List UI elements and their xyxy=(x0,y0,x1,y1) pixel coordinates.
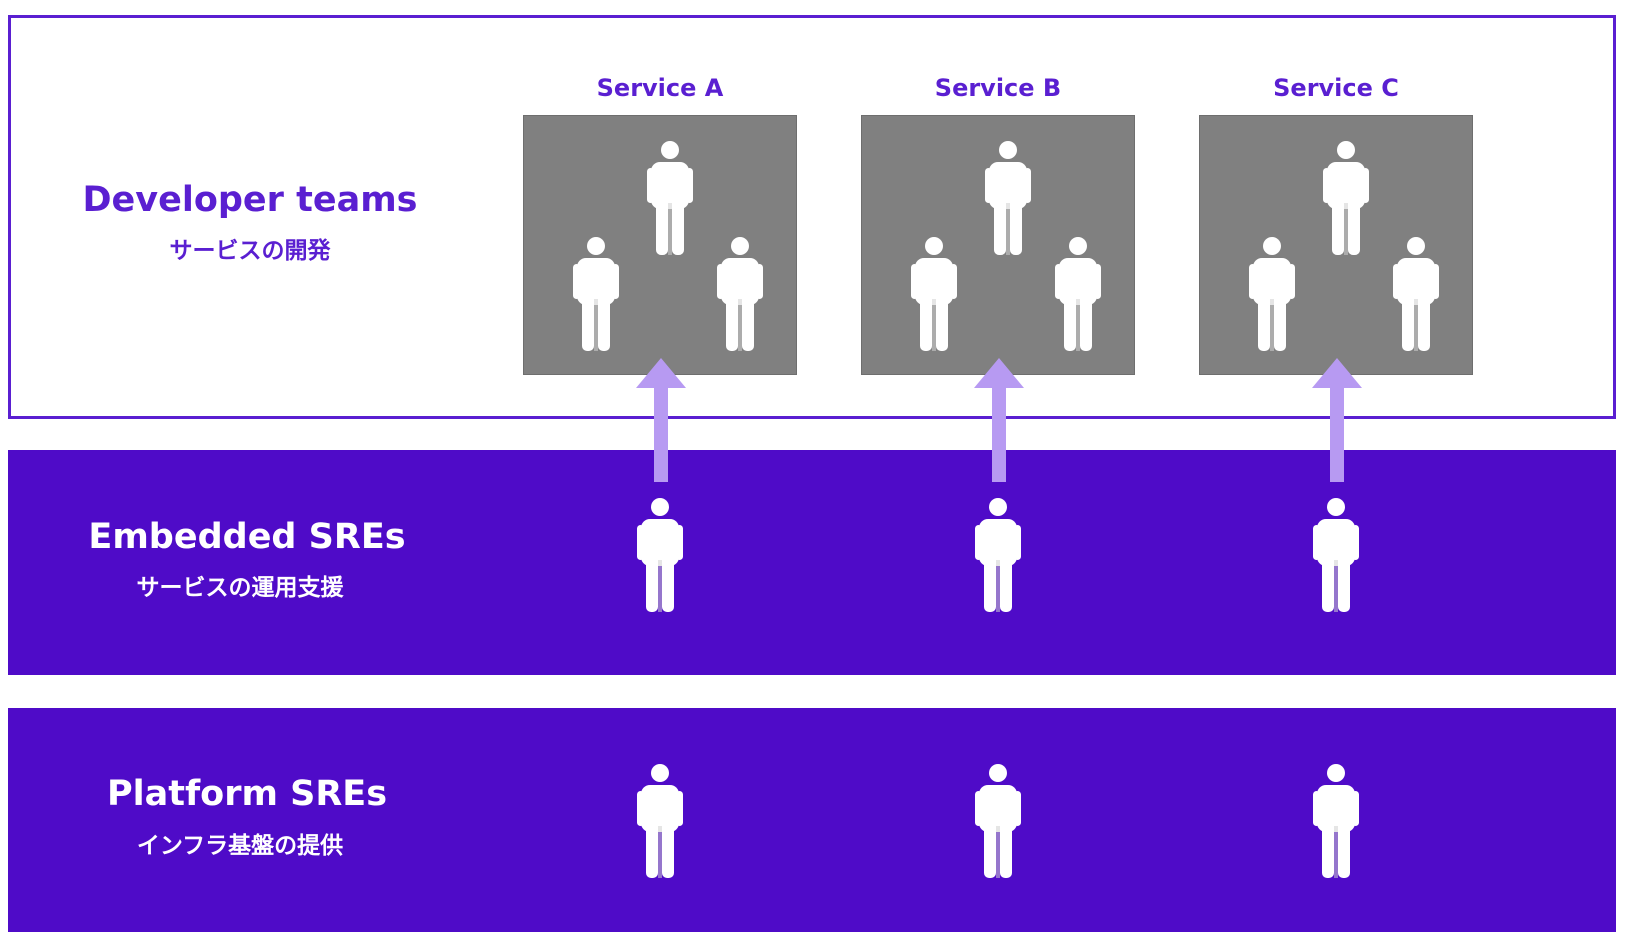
person-icon xyxy=(975,764,1021,878)
service-b-label: Service B xyxy=(934,74,1062,102)
person-icon xyxy=(1055,237,1101,351)
person-icon xyxy=(1249,237,1295,351)
service-a-label: Service A xyxy=(596,74,724,102)
developer-teams-title: Developer teams xyxy=(82,180,418,220)
person-icon xyxy=(1313,498,1359,612)
person-icon xyxy=(975,498,1021,612)
person-icon xyxy=(985,141,1031,255)
arrow-up-icon xyxy=(974,358,1024,482)
developer-teams-subtitle: サービスの開発 xyxy=(169,238,331,264)
service-c-label: Service C xyxy=(1273,74,1399,102)
service-b-team xyxy=(861,115,1135,375)
platform-sres-title: Platform SREs xyxy=(106,774,388,814)
person-icon xyxy=(717,237,763,351)
platform-sres-subtitle: インフラ基盤の提供 xyxy=(136,833,344,859)
person-icon xyxy=(647,141,693,255)
person-icon xyxy=(637,498,683,612)
person-icon xyxy=(911,237,957,351)
platform-sres-row: Platform SREs インフラ基盤の提供 xyxy=(8,708,1616,932)
person-icon xyxy=(637,764,683,878)
developer-teams-row: Developer teams サービスの開発 Service A Servic… xyxy=(8,15,1616,419)
embedded-sres-title: Embedded SREs xyxy=(88,517,406,557)
person-icon xyxy=(1313,764,1359,878)
service-a-team xyxy=(523,115,797,375)
person-icon xyxy=(1323,141,1369,255)
arrow-up-icon xyxy=(1312,358,1362,482)
person-icon xyxy=(573,237,619,351)
service-c-team xyxy=(1199,115,1473,375)
arrow-up-icon xyxy=(636,358,686,482)
embedded-sres-subtitle: サービスの運用支援 xyxy=(136,575,344,601)
person-icon xyxy=(1393,237,1439,351)
embedded-sres-row: Embedded SREs サービスの運用支援 xyxy=(8,450,1616,675)
